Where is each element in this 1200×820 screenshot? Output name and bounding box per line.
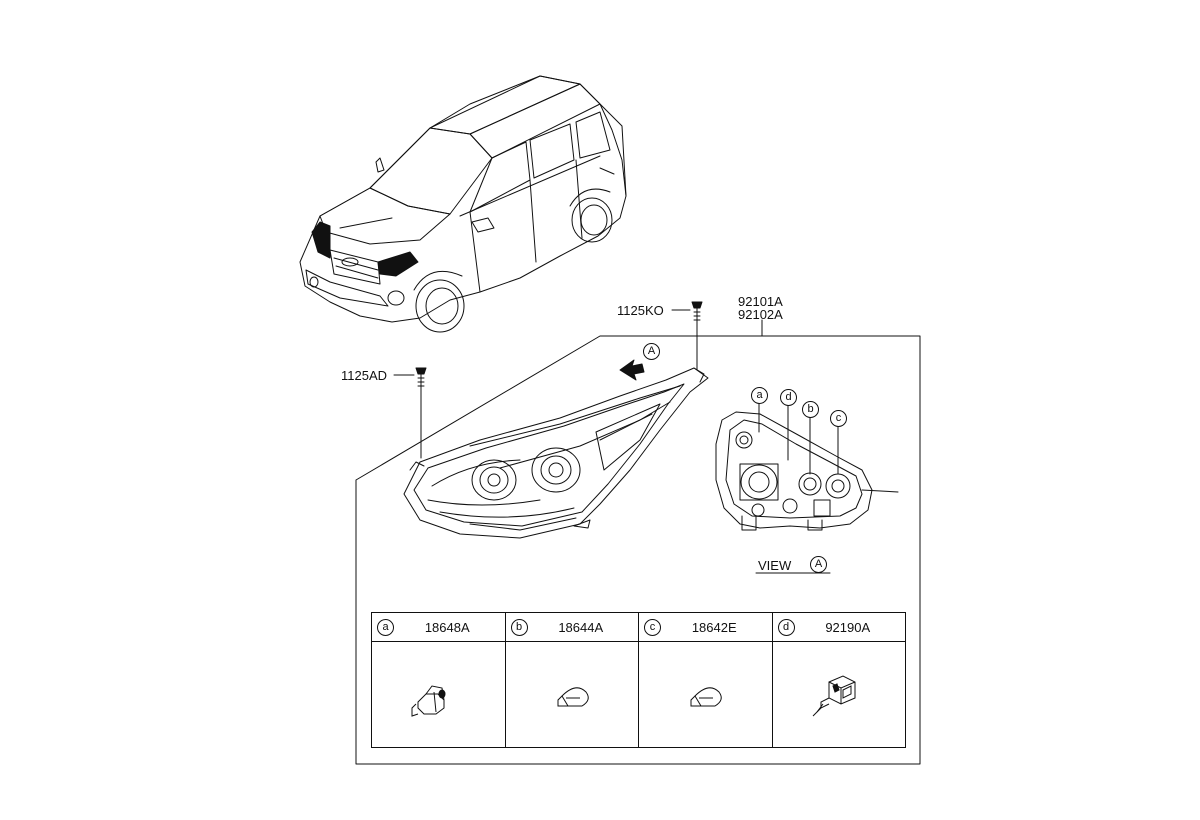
parts-cell-a: a 18648A bbox=[372, 613, 506, 747]
parts-cell-d: d 92190A bbox=[772, 613, 905, 747]
socket-letter-b: b bbox=[802, 401, 819, 418]
callout-screw-1125ad: 1125AD bbox=[341, 368, 388, 383]
parts-cell-c: c 18642E bbox=[639, 613, 773, 747]
headlamp-assembly bbox=[403, 367, 709, 539]
bulb-h11-icon bbox=[411, 685, 446, 717]
callout-housing-lh: 92101A bbox=[738, 294, 783, 309]
part-letter-a: a bbox=[377, 619, 394, 636]
part-number-b: 18644A bbox=[558, 619, 604, 635]
bulb-c-icon bbox=[690, 687, 722, 707]
assembly-outline-box bbox=[355, 335, 921, 765]
bulb-b-icon bbox=[557, 687, 589, 707]
part-letter-c: c bbox=[644, 619, 661, 636]
screw-1125ad bbox=[393, 367, 427, 459]
headlamp-rear-view bbox=[715, 401, 899, 574]
bulb-parts-table: a 18648A b 18644A bbox=[371, 612, 906, 748]
socket-letter-c: c bbox=[830, 410, 847, 427]
parts-cell-b: b 18644A bbox=[505, 613, 639, 747]
view-label: VIEW bbox=[758, 558, 792, 573]
view-label-marker: A bbox=[810, 556, 827, 573]
socket-connector-icon bbox=[812, 675, 855, 717]
socket-letter-d: d bbox=[780, 389, 797, 406]
part-number-a: 18648A bbox=[424, 619, 470, 635]
vehicle-illustration bbox=[299, 75, 627, 333]
socket-letter-a: a bbox=[751, 387, 768, 404]
part-number-d: 92190A bbox=[825, 619, 871, 635]
callout-housing-rh: 92102A bbox=[738, 307, 783, 322]
part-number-c: 18642E bbox=[691, 619, 737, 635]
view-direction-arrow bbox=[619, 359, 645, 381]
part-letter-b: b bbox=[510, 619, 528, 636]
part-letter-d: d bbox=[777, 619, 795, 636]
screw-1125ko bbox=[671, 301, 703, 371]
callout-screw-1125ko: 1125KO bbox=[617, 303, 664, 318]
view-marker-circle: A bbox=[643, 343, 660, 360]
